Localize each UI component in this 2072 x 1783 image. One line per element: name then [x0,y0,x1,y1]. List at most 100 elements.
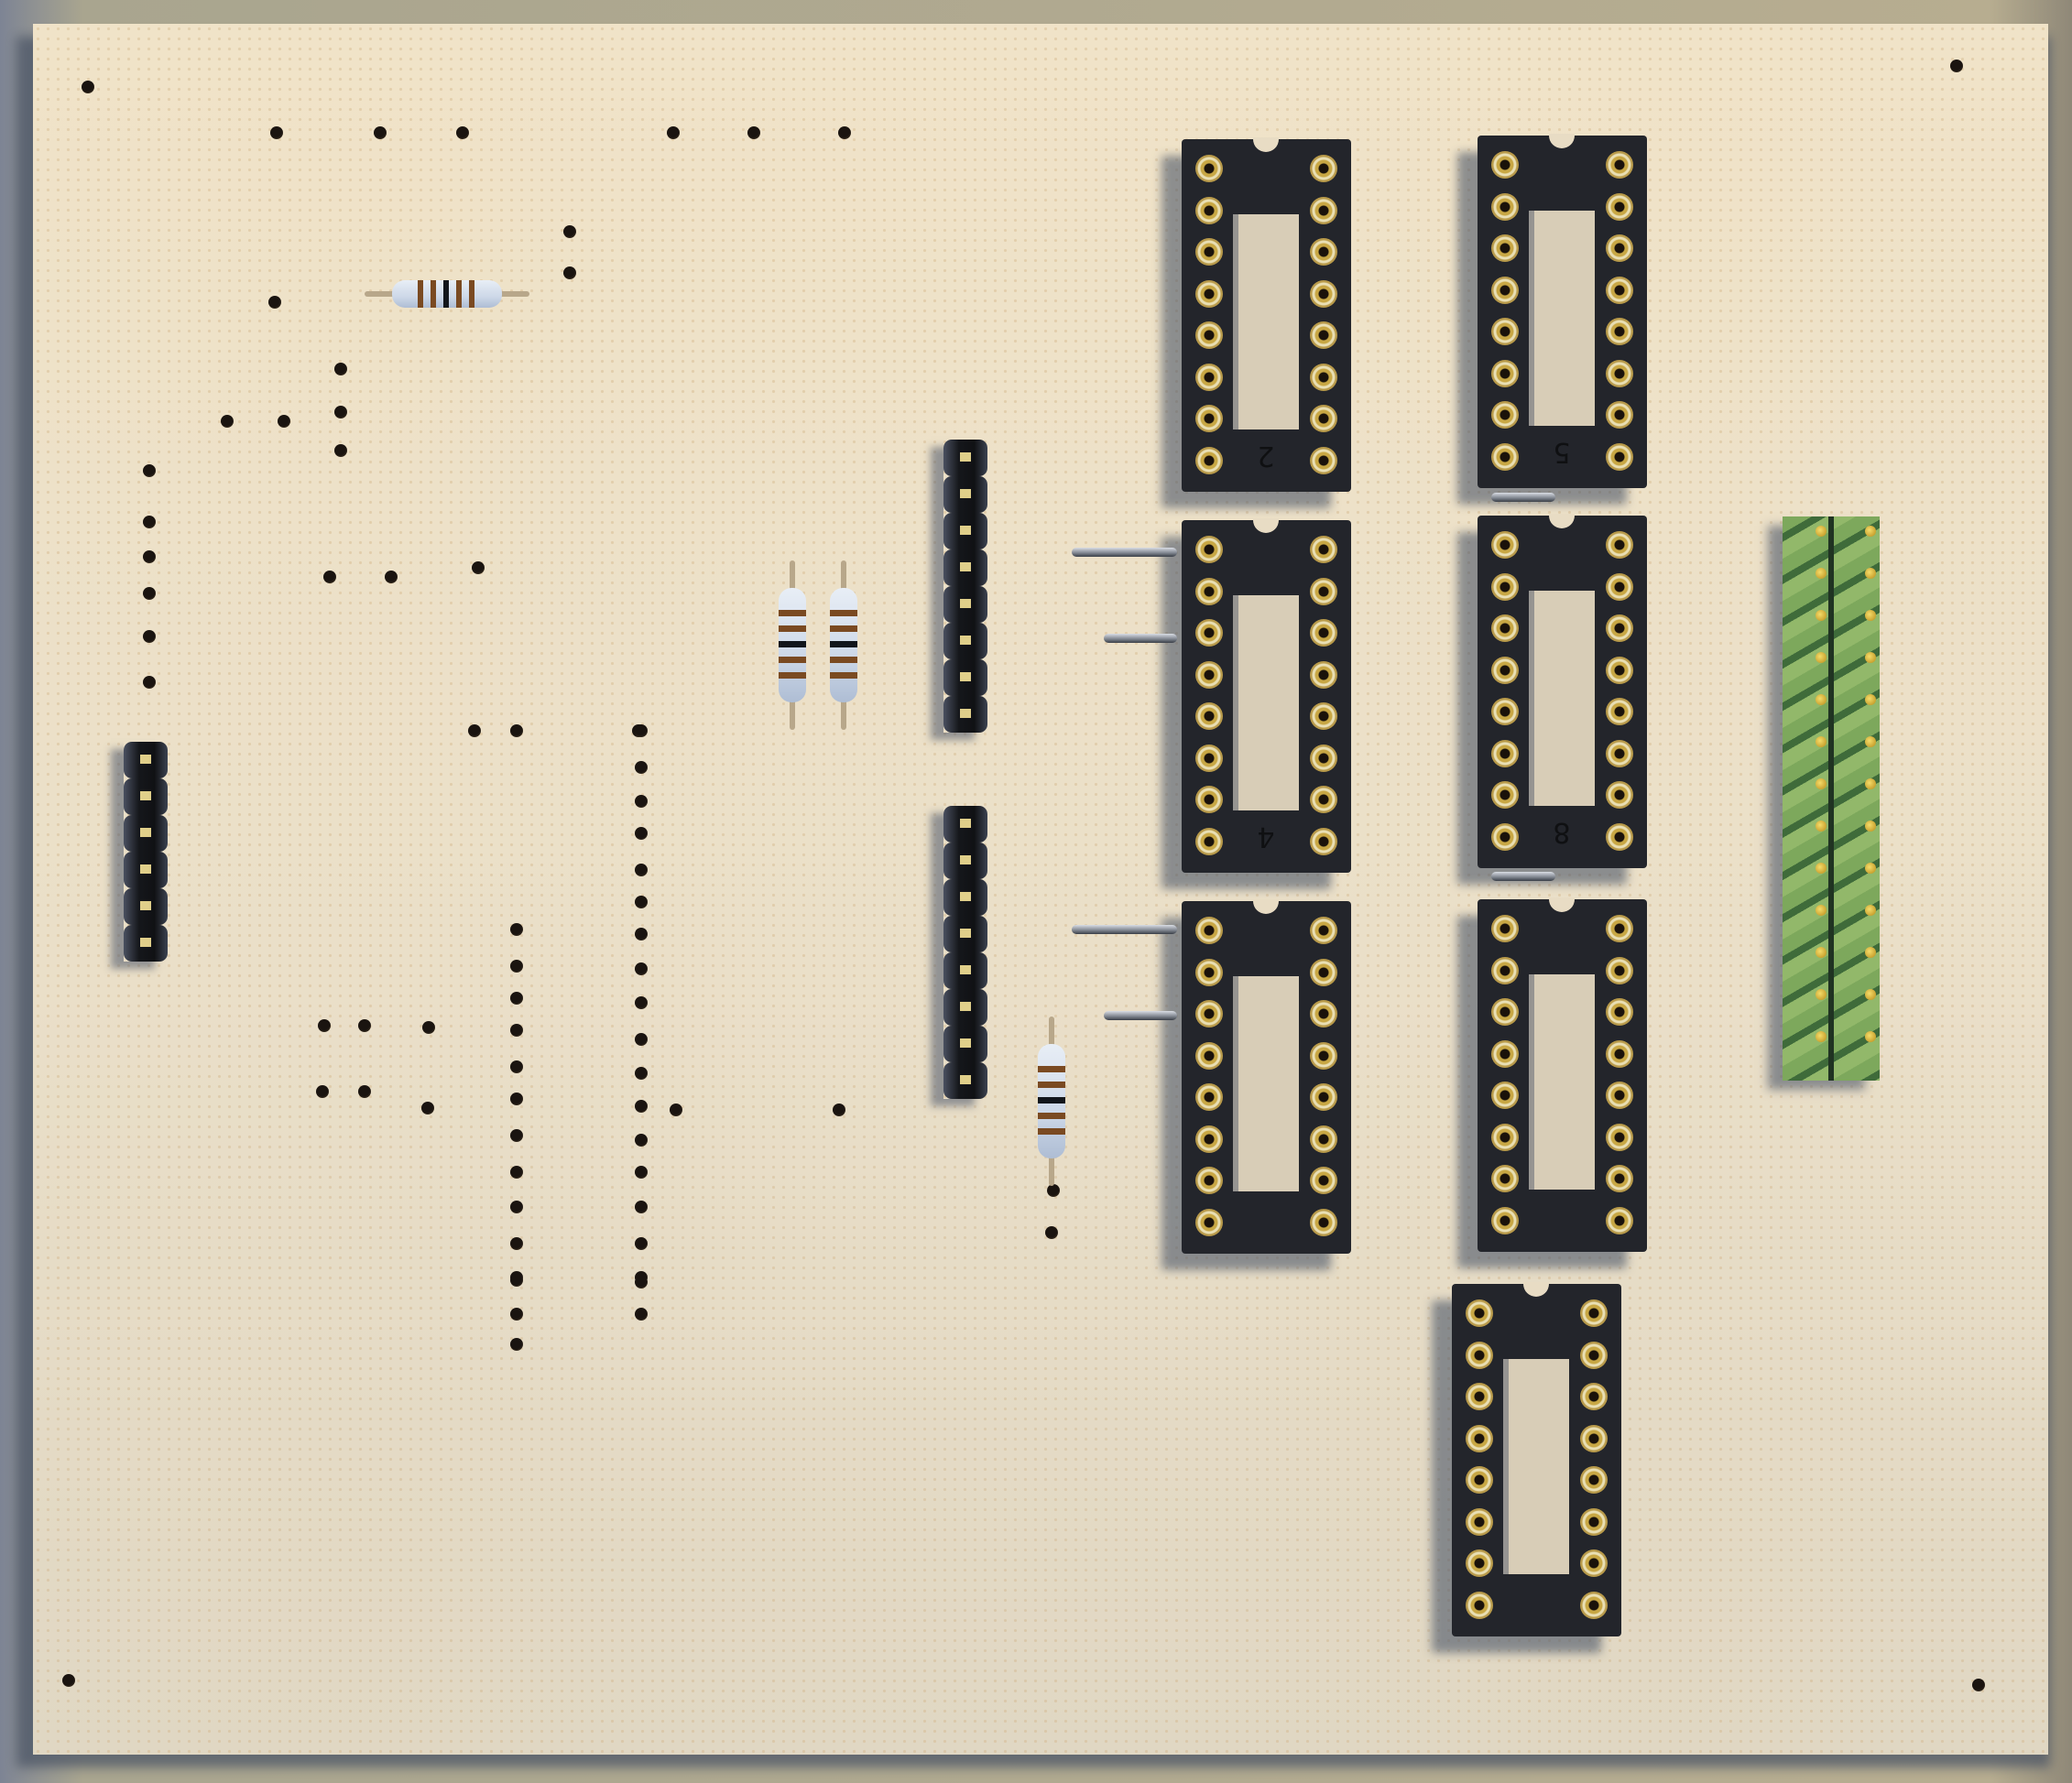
socket-pin [1195,917,1223,944]
socket-pin [1466,1424,1493,1452]
socket-cutout [1529,591,1595,806]
socket-pin [1491,401,1519,429]
resistor [1038,1044,1065,1158]
socket-pin [1195,958,1223,986]
header-pin [124,888,168,925]
header-gold-pin [1865,778,1876,789]
drill-hole [143,550,156,563]
resistor-band [418,280,423,308]
socket-notch-icon [1253,137,1279,152]
drill-hole [143,516,156,528]
ic-socket-socket-6 [1182,899,1351,1254]
pin-header-mid-bottom [943,806,987,1099]
socket-pin [1606,442,1633,471]
header-gold-pin [1865,652,1876,663]
socket-pin [1606,614,1633,642]
drill-hole [422,1021,435,1034]
header-gold-pin [1816,568,1827,579]
header-pin [943,476,987,513]
header-gold-pin [1816,989,1827,1000]
socket-pin [1606,1082,1633,1109]
drill-hole [510,1093,523,1105]
socket-pin [1310,1167,1337,1194]
drill-hole [635,1134,648,1147]
drill-hole [1972,1679,1985,1691]
drill-hole [270,126,283,139]
header-pin [943,696,987,733]
wire-jumper [1104,1011,1177,1020]
socket-pin [1580,1341,1608,1369]
resistor-band [830,641,857,647]
header-gold-pin [1865,526,1876,537]
resistor-band [469,280,474,308]
wire-jumper [1491,872,1555,881]
drill-hole [510,1060,523,1073]
drill-hole [1045,1226,1058,1239]
drill-hole [468,724,481,737]
drill-hole [510,1166,523,1179]
socket-pin [1310,155,1337,182]
drill-hole [358,1085,371,1098]
drill-hole [635,1033,648,1046]
drill-hole [316,1085,329,1098]
socket-pin [1491,614,1519,642]
drill-hole [635,724,648,737]
drill-hole [268,296,281,309]
pin-header-left [124,742,168,962]
socket-pin [1195,660,1223,689]
drill-hole [510,1274,523,1287]
drill-hole [334,406,347,419]
resistor-band [1038,1082,1065,1088]
header-pin [943,586,987,623]
socket-notch-icon [1549,134,1575,148]
header-pin [943,1062,987,1099]
socket-pin [1195,1041,1223,1070]
header-pin [124,815,168,852]
resistor [392,280,502,308]
header-gold-pin [1865,863,1876,874]
socket-pin [1310,405,1337,432]
socket-pin [1310,1000,1337,1027]
drill-hole [374,126,387,139]
socket-pin [1580,1591,1608,1619]
socket-pin [1606,276,1633,304]
socket-pin [1606,318,1633,345]
header-gold-pin [1865,905,1876,916]
socket-pin [1606,1039,1633,1068]
socket-pin [1580,1424,1608,1452]
drill-hole [323,571,336,583]
header-gold-pin [1865,568,1876,579]
drill-hole [635,761,648,774]
drill-hole [747,126,760,139]
ic-socket-socket-9 [1478,897,1647,1252]
drill-hole [510,960,523,973]
socket-pin [1466,1591,1493,1619]
header-gold-pin [1816,526,1827,537]
socket-pin [1491,1082,1519,1109]
socket-label: 5 [1553,436,1571,468]
socket-pin [1491,359,1519,387]
resistor-band [779,657,806,663]
drill-hole [635,928,648,940]
socket-pin [1466,1299,1493,1327]
drill-hole [635,1067,648,1080]
socket-pin [1310,619,1337,647]
socket-pin [1195,827,1223,855]
resistor-band [1038,1066,1065,1072]
socket-pin [1491,822,1519,851]
socket-pin [1195,196,1223,224]
socket-pin [1606,151,1633,179]
drill-hole [510,992,523,1005]
header-pin [943,549,987,586]
socket-cutout [1233,595,1299,810]
socket-pin [1310,827,1337,855]
drill-hole [510,1308,523,1321]
header-gold-pin [1816,778,1827,789]
socket-pin [1310,196,1337,224]
resistor-band [830,625,857,632]
perfboard [33,24,2048,1755]
socket-pin [1195,1083,1223,1111]
header-gold-pin [1865,1031,1876,1042]
drill-hole [456,126,469,139]
header-pin [943,916,987,952]
